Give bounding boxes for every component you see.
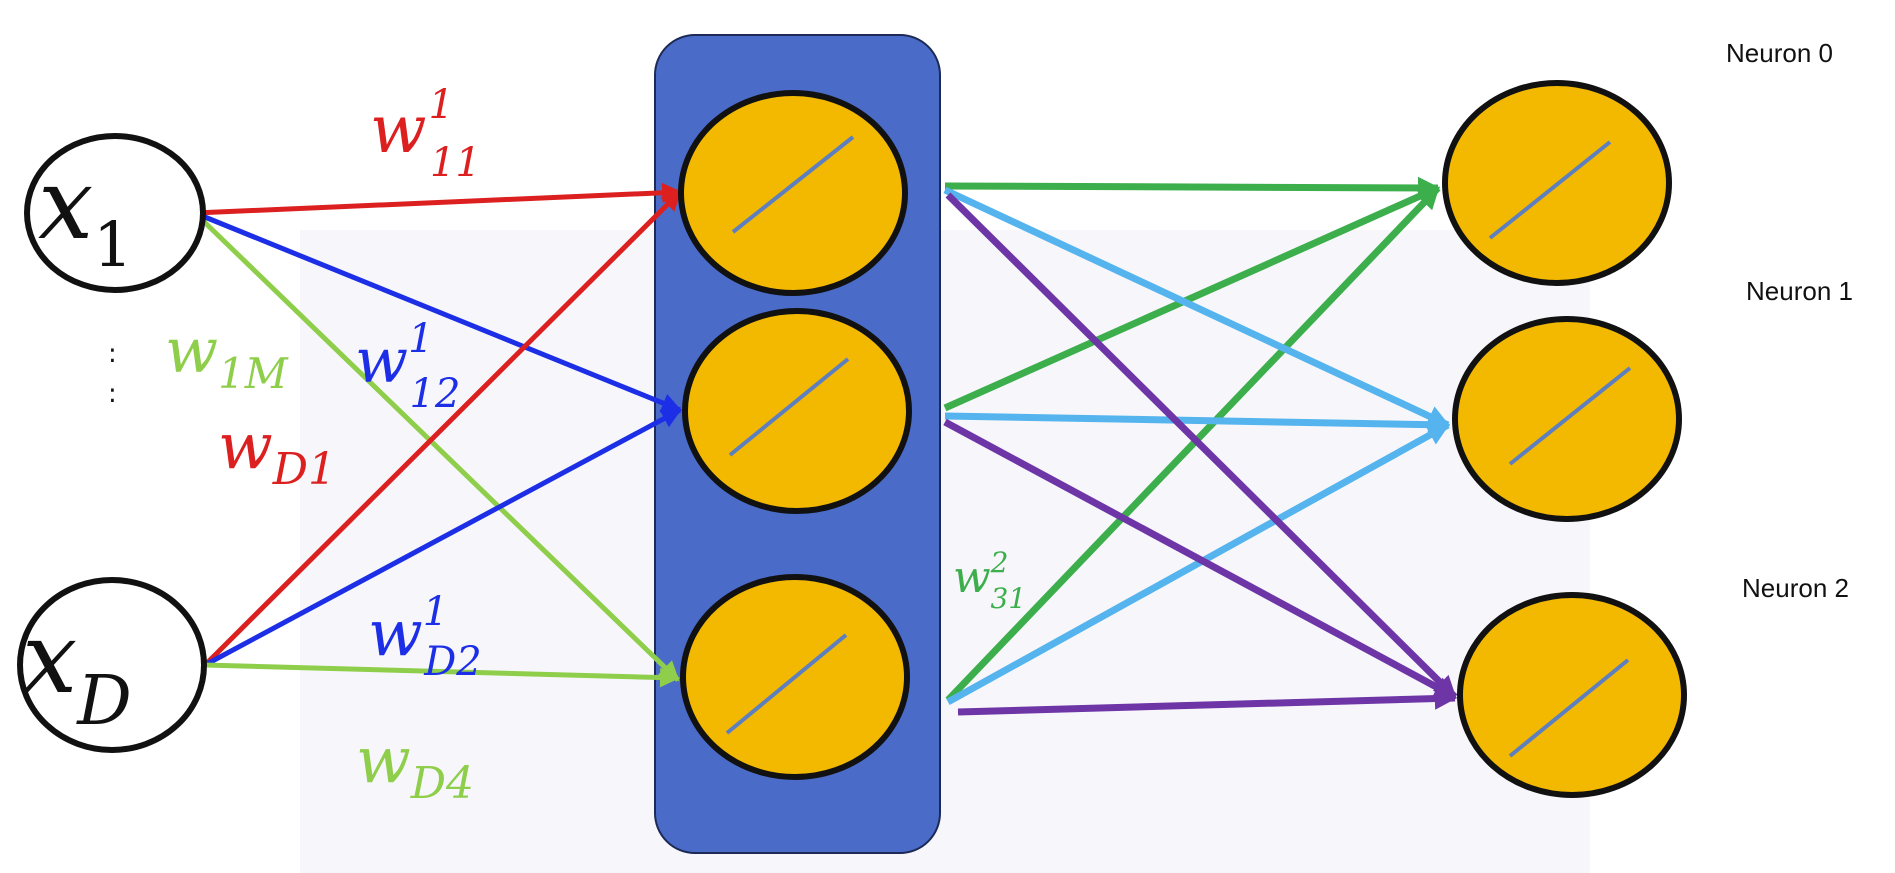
- linear-activation-icon: [728, 357, 850, 457]
- weight-label-wD4: wD4: [356, 724, 474, 809]
- svg-text:xD: xD: [22, 602, 132, 741]
- edge-h1-o1: [944, 412, 1451, 436]
- input-node-x1: x1: [24, 133, 206, 293]
- edge-x1-h1: [194, 210, 682, 413]
- input-xD-base: x: [22, 602, 77, 716]
- hidden-to-output-connections: [943, 176, 1458, 716]
- input-xD-sub: D: [75, 662, 132, 741]
- edge-h2-o2: [957, 687, 1458, 716]
- hidden-neuron-0: [678, 90, 908, 296]
- linear-activation-icon: [1508, 366, 1632, 466]
- neuron-label-2: Neuron 2: [1742, 573, 1849, 603]
- weight-label-wD1: wD1: [218, 410, 336, 495]
- svg-text:x1: x1: [38, 148, 133, 281]
- input-node-xD: xD: [17, 577, 207, 753]
- edge-h1-o2: [943, 418, 1457, 701]
- linear-activation-icon: [1508, 658, 1630, 758]
- edge-x1-h2: [193, 211, 680, 682]
- edge-h0-o0: [944, 176, 1441, 200]
- edge-h0-o1: [943, 186, 1451, 429]
- input-ellipsis-bottom: :: [108, 379, 117, 409]
- edge-h2-o1: [946, 421, 1450, 706]
- weight-label-w1M: w1M: [165, 314, 289, 398]
- edge-h1-o0: [943, 184, 1441, 412]
- input-to-hidden-connections: [193, 182, 682, 688]
- input-x1-base: x: [38, 148, 93, 262]
- edge-xD-h0: [203, 190, 682, 667]
- output-neuron-2: [1457, 592, 1687, 798]
- output-neuron-0: [1442, 80, 1672, 286]
- linear-activation-icon: [1488, 140, 1612, 240]
- output-neuron-1: [1452, 316, 1682, 522]
- edge-h2-o0: [945, 185, 1441, 703]
- background-panel: [300, 230, 1590, 873]
- edge-xD-h1: [203, 407, 682, 668]
- linear-activation-icon: [731, 135, 855, 234]
- hidden-neuron-2: [680, 574, 910, 780]
- neuron-label-1: Neuron 1: [1746, 276, 1853, 306]
- neuron-label-0: Neuron 0: [1726, 38, 1833, 68]
- input-ellipsis-top: :: [108, 339, 117, 369]
- edge-x1-h0: [194, 182, 682, 216]
- edge-xD-h2: [204, 662, 680, 688]
- input-x1-sub: 1: [93, 208, 132, 281]
- hidden-neuron-1: [682, 308, 912, 514]
- edge-h0-o2: [945, 192, 1458, 700]
- linear-activation-icon: [725, 633, 848, 735]
